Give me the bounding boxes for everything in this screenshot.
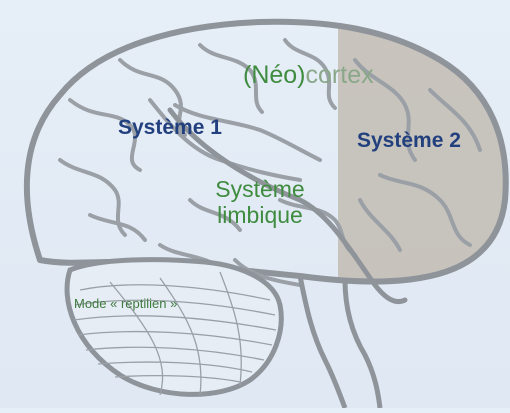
- neocortex-label: (Néo)cortex: [243, 63, 374, 88]
- system1-label: Système 1: [118, 117, 222, 138]
- limbic-label-line1: Système: [175, 176, 345, 202]
- system2-label: Système 2: [357, 130, 461, 151]
- neocortex-suffix: cortex: [306, 61, 374, 89]
- limbic-label-line2: limbique: [175, 202, 345, 228]
- limbic-label: Système limbique: [175, 176, 345, 229]
- reptilian-label: Mode « reptilien »: [74, 297, 177, 310]
- cerebellum: [67, 260, 281, 395]
- neocortex-prefix: (Néo): [243, 61, 306, 89]
- brainstem: [300, 276, 345, 408]
